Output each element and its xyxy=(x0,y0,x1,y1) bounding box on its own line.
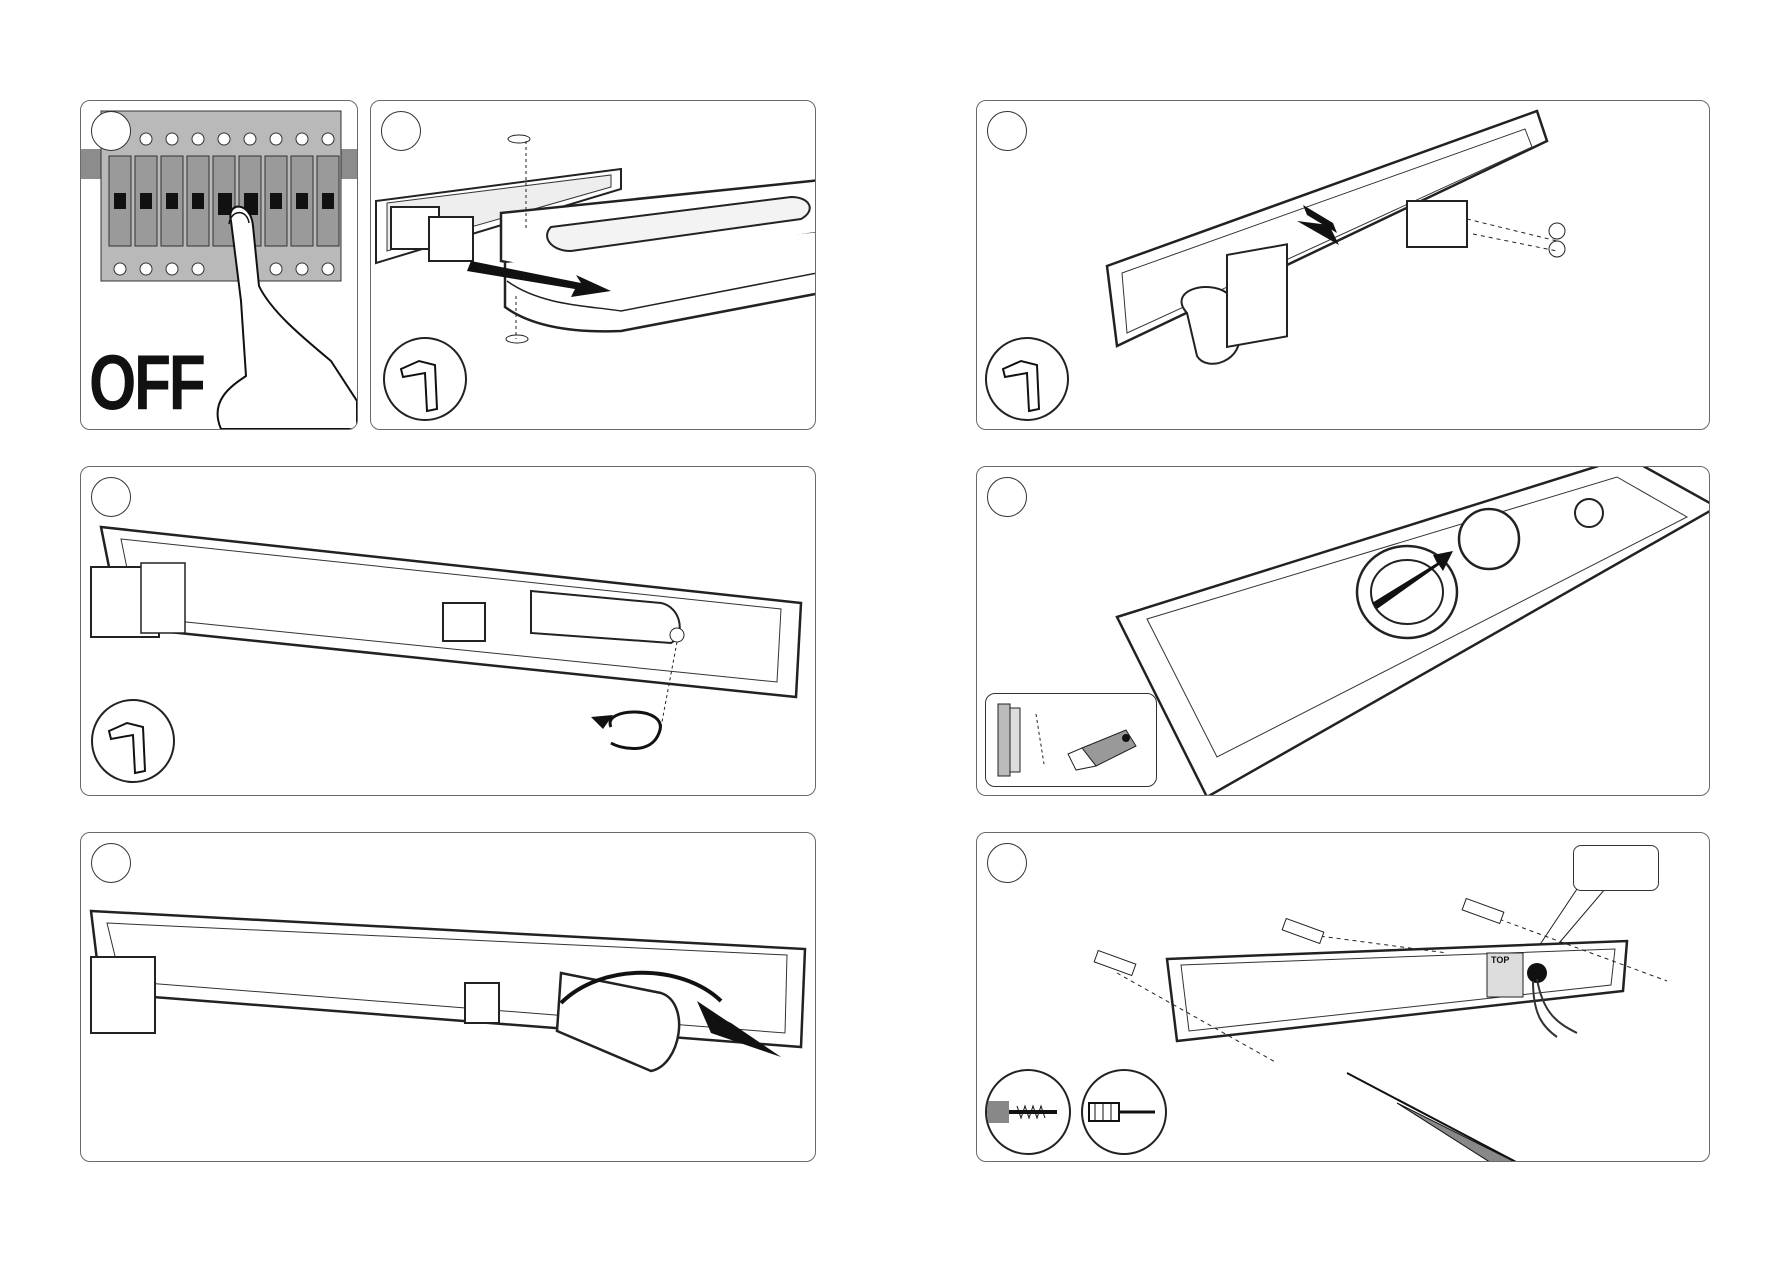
step-4-number xyxy=(91,477,131,517)
allen-key-icon xyxy=(91,699,175,783)
screw-icon xyxy=(985,1069,1071,1155)
step-2-panel xyxy=(370,100,816,430)
terminal-block-label: TOP xyxy=(1491,955,1509,965)
gasket-tool-box xyxy=(985,693,1157,787)
screwdriver-icon xyxy=(1081,1069,1167,1155)
rotate-tray-illustration xyxy=(81,833,815,1161)
step-7-panel: TOP xyxy=(976,832,1710,1162)
gear-tray-illustration xyxy=(977,101,1709,429)
step-5-panel xyxy=(976,466,1710,796)
allen-key-icon xyxy=(383,337,467,421)
callout-box xyxy=(1573,845,1659,891)
step-3-number xyxy=(987,111,1027,151)
step-1-panel: OFF xyxy=(80,100,358,430)
step-6-number xyxy=(91,843,131,883)
step-2-number xyxy=(381,111,421,151)
allen-key-icon xyxy=(985,337,1069,421)
gasket-cut-icon xyxy=(998,704,1044,776)
off-label: OFF xyxy=(89,337,204,428)
utility-knife-icon xyxy=(1068,730,1136,770)
step-1-number xyxy=(91,111,131,151)
step-4-panel xyxy=(80,466,816,796)
step-3-panel xyxy=(976,100,1710,430)
screw-loosen-illustration xyxy=(81,467,815,795)
step-5-number xyxy=(987,477,1027,517)
step-6-panel xyxy=(80,832,816,1162)
step-7-number xyxy=(987,843,1027,883)
